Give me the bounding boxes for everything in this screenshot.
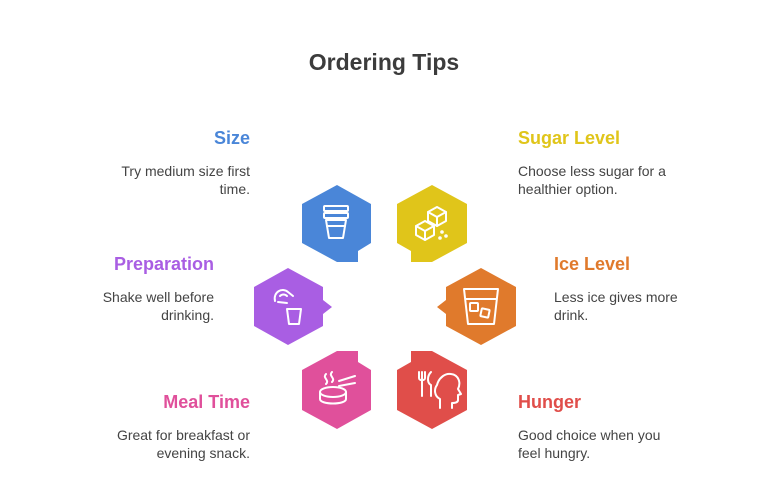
hunger-heading: Hunger: [518, 392, 581, 412]
breakfast-bowl-icon: [319, 371, 356, 405]
hunger-desc-line2: feel hungry.: [518, 445, 591, 461]
meal-time-desc-line2: evening snack.: [156, 445, 250, 461]
size-desc-line1: Try medium size first: [121, 163, 250, 179]
size-description: Try medium size first time.: [50, 162, 250, 198]
preparation-hexagon: [254, 268, 332, 345]
preparation-heading: Preparation: [113, 254, 214, 274]
meal-time-description: Great for breakfast or evening snack.: [50, 426, 250, 462]
size-hexagon: [302, 185, 371, 262]
ice-desc-line1: Less ice gives more: [554, 289, 678, 305]
sugar-level-hexagon: [397, 185, 467, 262]
meal-time-desc-line1: Great for breakfast or: [116, 427, 250, 443]
ice-level-description: Less ice gives more drink.: [554, 288, 754, 324]
preparation-desc-line2: drinking.: [161, 307, 214, 323]
sugar-desc-line2: healthier option.: [518, 181, 618, 197]
hunger-description: Good choice when you feel hungry.: [518, 426, 718, 462]
size-desc-line2: time.: [219, 181, 250, 197]
size-heading: Size: [213, 128, 250, 148]
sugar-desc-line1: Choose less sugar for a: [518, 163, 666, 179]
hunger-hexagon: [397, 351, 467, 429]
ice-level-hexagon: [437, 268, 516, 345]
hungry-head-icon: [418, 371, 462, 409]
shaking-hand-cup-icon: [273, 289, 302, 325]
ice-cup-icon: [463, 288, 499, 325]
meal-time-heading: Meal Time: [163, 392, 250, 412]
cups-stack-icon: [323, 205, 349, 239]
page-title: Ordering Tips: [308, 49, 460, 75]
ice-level-heading: Ice Level: [554, 254, 631, 274]
sugar-cubes-icon: [415, 206, 448, 241]
preparation-description: Shake well before drinking.: [14, 288, 214, 324]
hunger-desc-line1: Good choice when you: [518, 427, 661, 443]
sugar-level-description: Choose less sugar for a healthier option…: [518, 162, 718, 198]
sugar-level-heading: Sugar Level: [518, 128, 621, 148]
preparation-desc-line1: Shake well before: [102, 289, 214, 305]
meal-time-hexagon: [302, 351, 371, 429]
ice-desc-line2: drink.: [554, 307, 589, 323]
